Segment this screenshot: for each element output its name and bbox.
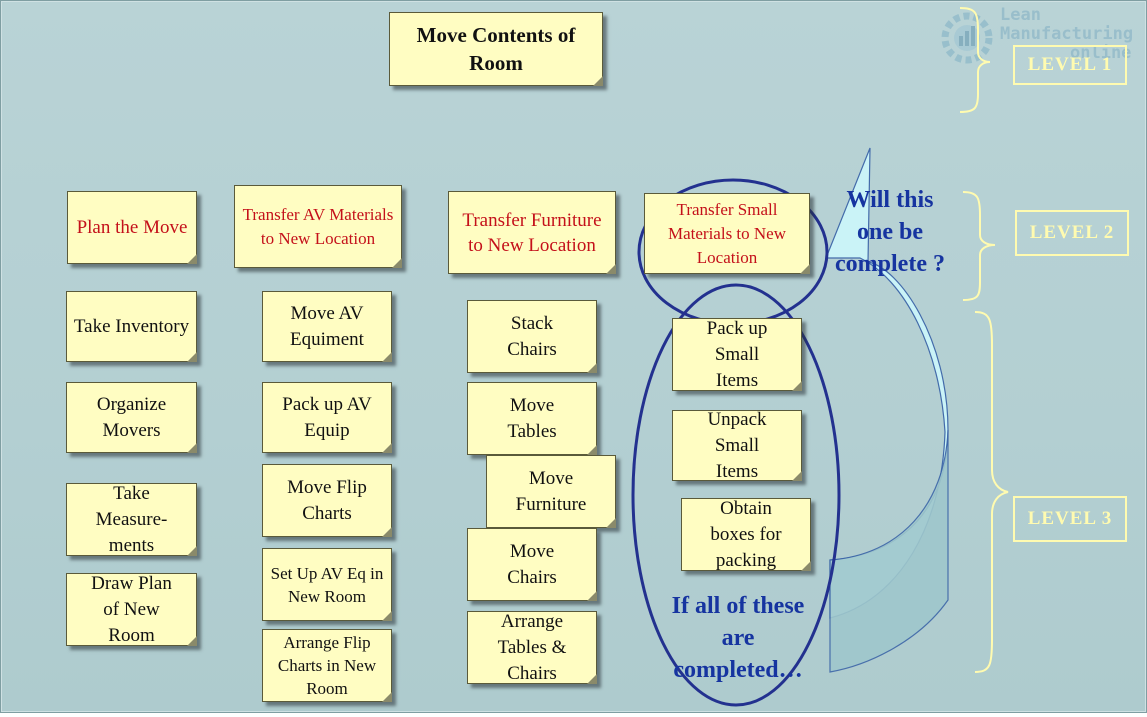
level1-label: LEVEL 1	[1013, 45, 1127, 85]
question-text: Will this one be complete ?	[835, 187, 945, 277]
level2-brace	[962, 191, 996, 301]
level2-note-small-materials: Transfer Small Materials to New Location	[644, 193, 810, 274]
watermark-line1: Lean	[1000, 5, 1041, 25]
task-note: Stack Chairs	[467, 300, 597, 373]
gear-logo-icon	[941, 12, 993, 64]
task-text: Pack up AV Equip	[282, 393, 372, 441]
task-note: Unpack Small Items	[672, 409, 802, 482]
task-text: Stack Chairs	[507, 312, 557, 360]
task-note: Pack up Small Items	[672, 318, 802, 391]
task-note: Move Chairs	[467, 528, 597, 601]
level2-label: LEVEL 2	[1015, 210, 1129, 256]
task-note: Move Tables	[467, 382, 597, 455]
task-note: Obtain boxes for packing	[681, 498, 811, 571]
task-text: Pack up Small Items	[706, 317, 768, 391]
level1-brace	[959, 7, 991, 113]
task-text: Take Inventory	[73, 315, 190, 337]
task-text: Move AV Equiment	[290, 302, 364, 350]
task-text: Move Chairs	[507, 540, 557, 588]
task-note: Arrange Tables & Chairs	[467, 611, 597, 684]
task-text: Organize Movers	[96, 393, 167, 441]
task-text: Move Furniture	[515, 467, 587, 515]
task-text: Unpack Small Items	[707, 408, 767, 482]
title-text: Move Contents of Room	[416, 23, 576, 75]
watermark-text: Lean Manufacturing online	[1000, 6, 1133, 63]
level2-note-av: Transfer AV Materials to New Location	[234, 185, 402, 268]
level2-note-furniture: Transfer Furniture to New Location	[448, 191, 616, 274]
task-note: Move AV Equiment	[262, 291, 392, 362]
condition-text: If all of these are completed…	[671, 593, 805, 683]
watermark-line2: Manufacturing	[1000, 24, 1134, 44]
level2-note-text: Transfer AV Materials to New Location	[242, 204, 394, 248]
level2-note-text: Transfer Furniture to New Location	[462, 209, 602, 256]
task-note: Set Up AV Eq in New Room	[262, 548, 392, 621]
level3-brace	[974, 311, 1009, 673]
task-note: Draw Plan of New Room	[66, 573, 197, 646]
task-note: Move Flip Charts	[262, 464, 392, 537]
task-note: Organize Movers	[66, 382, 197, 453]
task-text: Obtain boxes for packing	[710, 497, 782, 571]
task-text: Arrange Flip Charts in New Room	[277, 633, 377, 698]
task-text: Move Flip Charts	[287, 476, 367, 524]
level3-label: LEVEL 3	[1013, 496, 1127, 542]
task-text: Draw Plan of New Room	[91, 572, 172, 646]
task-text: Take Measure-ments	[95, 482, 168, 556]
task-text: Move Tables	[507, 394, 557, 442]
task-note: Take Measure-ments	[66, 483, 197, 556]
level2-note-plan: Plan the Move	[67, 191, 197, 264]
task-note: Move Furniture	[486, 455, 616, 528]
task-text: Arrange Tables & Chairs	[497, 610, 567, 684]
task-note: Pack up AV Equip	[262, 382, 392, 453]
level2-note-text: Transfer Small Materials to New Location	[667, 199, 787, 267]
task-note: Arrange Flip Charts in New Room	[262, 629, 392, 702]
title-note: Move Contents of Room	[389, 12, 603, 86]
task-text: Set Up AV Eq in New Room	[270, 563, 384, 606]
level2-note-text: Plan the Move	[76, 217, 188, 238]
task-note: Take Inventory	[66, 291, 197, 362]
watermark-line3: online	[1070, 43, 1132, 63]
level3-items-ellipse	[631, 283, 841, 707]
